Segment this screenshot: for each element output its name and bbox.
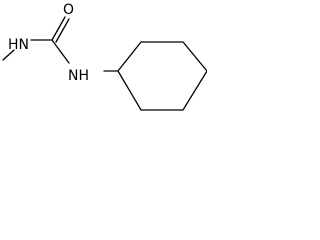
bond-carbonyl-double-a bbox=[51, 16, 66, 41]
bond-methyl-n bbox=[2, 49, 15, 61]
bond-carbonyl-double-b bbox=[55, 18, 70, 43]
oxygen-label: O bbox=[63, 2, 74, 18]
cyclohexyl-nh-label: NH bbox=[68, 68, 89, 84]
bond-carbonyl-n bbox=[51, 39, 70, 64]
chemical-structure: O HN NH bbox=[2, 2, 207, 111]
methyl-nh-label: HN bbox=[8, 37, 29, 53]
cyclohexane-ring bbox=[117, 41, 207, 111]
